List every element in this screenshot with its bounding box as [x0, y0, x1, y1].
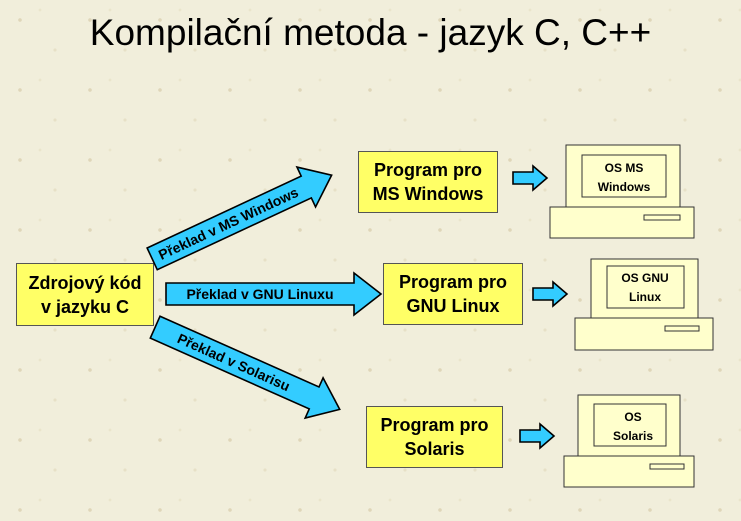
- small-arrow-linux: [532, 280, 569, 308]
- computer-linux: OS GNU Linux: [574, 258, 714, 351]
- os-label-linux-line1: OS GNU: [621, 271, 668, 285]
- arrow-label-linux: Překlad v GNU Linuxu: [186, 286, 333, 302]
- small-arrow-solaris: [519, 422, 556, 450]
- program-box-windows: Program pro MS Windows: [358, 151, 498, 213]
- arrow-label-solaris: Překlad v Solarisu: [175, 330, 292, 394]
- program-box-linux: Program pro GNU Linux: [383, 263, 523, 325]
- source-code-box: Zdrojový kód v jazyku C: [16, 263, 154, 326]
- small-arrow-windows: [512, 164, 549, 192]
- os-label-linux-line2: Linux: [629, 290, 661, 304]
- arrow-linux: Překlad v GNU Linuxu: [165, 271, 383, 317]
- os-label-windows-line2: Windows: [598, 180, 651, 194]
- program-box-solaris: Program pro Solaris: [366, 406, 503, 468]
- os-label-windows-line1: OS MS: [605, 161, 644, 175]
- computer-solaris: OS Solaris: [563, 394, 695, 488]
- arrow-solaris: Překlad v Solarisu: [149, 315, 341, 420]
- os-label-solaris-line1: OS: [624, 410, 641, 424]
- computer-windows: OS MS Windows: [549, 144, 695, 239]
- os-label-solaris-line2: Solaris: [613, 429, 653, 443]
- arrow-label-windows: Překlad v MS Windows: [156, 184, 301, 263]
- page-title: Kompilační metoda - jazyk C, C++: [89, 12, 652, 53]
- arrow-windows: Překlad v MS Windows: [146, 165, 333, 271]
